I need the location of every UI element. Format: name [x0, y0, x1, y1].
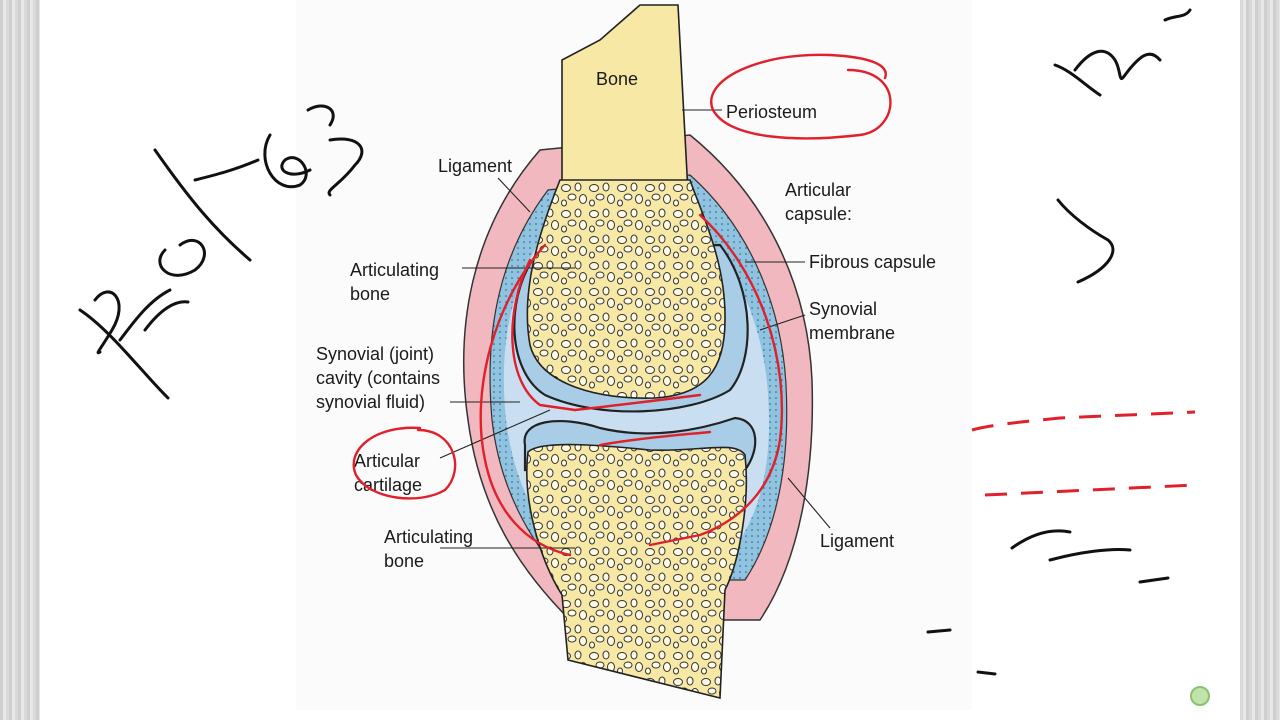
label-articular-cartilage-1: Articular [354, 451, 420, 471]
leader-ligament-bottom [787, 477, 831, 529]
handwriting-left-stroke-7 [306, 104, 364, 197]
red-circle-periosteum [710, 53, 892, 140]
red-trace-inner-left [511, 258, 577, 412]
label-ligament-bottom: Ligament [820, 531, 894, 551]
black-dash-2 [926, 628, 952, 634]
handwriting-right-stroke-1 [1053, 49, 1162, 97]
label-synovial-cavity-3: synovial fluid) [316, 392, 425, 412]
label-synovial-cavity-1: Synovial (joint) [316, 344, 434, 364]
articulating-bone-bottom [526, 443, 748, 700]
black-dash-3 [976, 670, 997, 676]
leader-ligament-top [497, 177, 531, 213]
label-periosteum: Periosteum [726, 102, 817, 122]
pen-tool-cursor-icon[interactable] [1190, 686, 1210, 706]
handwriting-left-stroke-1 [78, 308, 170, 400]
red-trace-cavity [573, 393, 712, 447]
leader-synovial-membrane [759, 314, 806, 331]
red-dashed-line-2 [984, 483, 1196, 497]
red-trace-right-capsule [648, 213, 784, 547]
label-articular-capsule-2: capsule: [785, 204, 852, 224]
whiteboard-frame-right [1240, 0, 1280, 720]
handwriting-right-stroke-2 [1163, 8, 1192, 22]
handwriting-left-stroke-6 [263, 133, 312, 189]
label-synovial-membrane-2: membrane [809, 323, 895, 343]
handwriting-left-stroke-5 [153, 148, 260, 262]
black-squiggle-2 [1048, 548, 1132, 562]
red-dashed-line-1 [971, 410, 1196, 432]
handwriting-right-stroke-3 [1056, 198, 1115, 284]
handwriting-left-stroke-3 [118, 288, 190, 342]
handwriting-left-stroke-4 [158, 238, 206, 277]
black-squiggle-1 [1010, 529, 1072, 550]
label-bone: Bone [596, 69, 638, 89]
label-synovial-membrane-1: Synovial [809, 299, 877, 319]
articulating-bone-top [526, 179, 726, 399]
label-ligament-top: Ligament [438, 156, 512, 176]
red-trace-left-capsule [479, 243, 572, 557]
whiteboard-frame-left [0, 0, 40, 720]
label-articulating-bone-bottom-2: bone [384, 551, 424, 571]
label-fibrous-capsule: Fibrous capsule [809, 252, 936, 272]
label-articulating-bone-top-2: bone [350, 284, 390, 304]
leader-articular-cartilage [439, 409, 551, 459]
handwriting-left-stroke-2 [93, 290, 121, 355]
label-synovial-cavity-2: cavity (contains [316, 368, 440, 388]
red-circle-articular-cartilage [352, 426, 457, 500]
label-articular-capsule-1: Articular [785, 180, 851, 200]
label-articulating-bone-bottom-1: Articulating [384, 527, 473, 547]
label-articulating-bone-top-1: Articulating [350, 260, 439, 280]
black-dash-1 [1138, 576, 1170, 584]
